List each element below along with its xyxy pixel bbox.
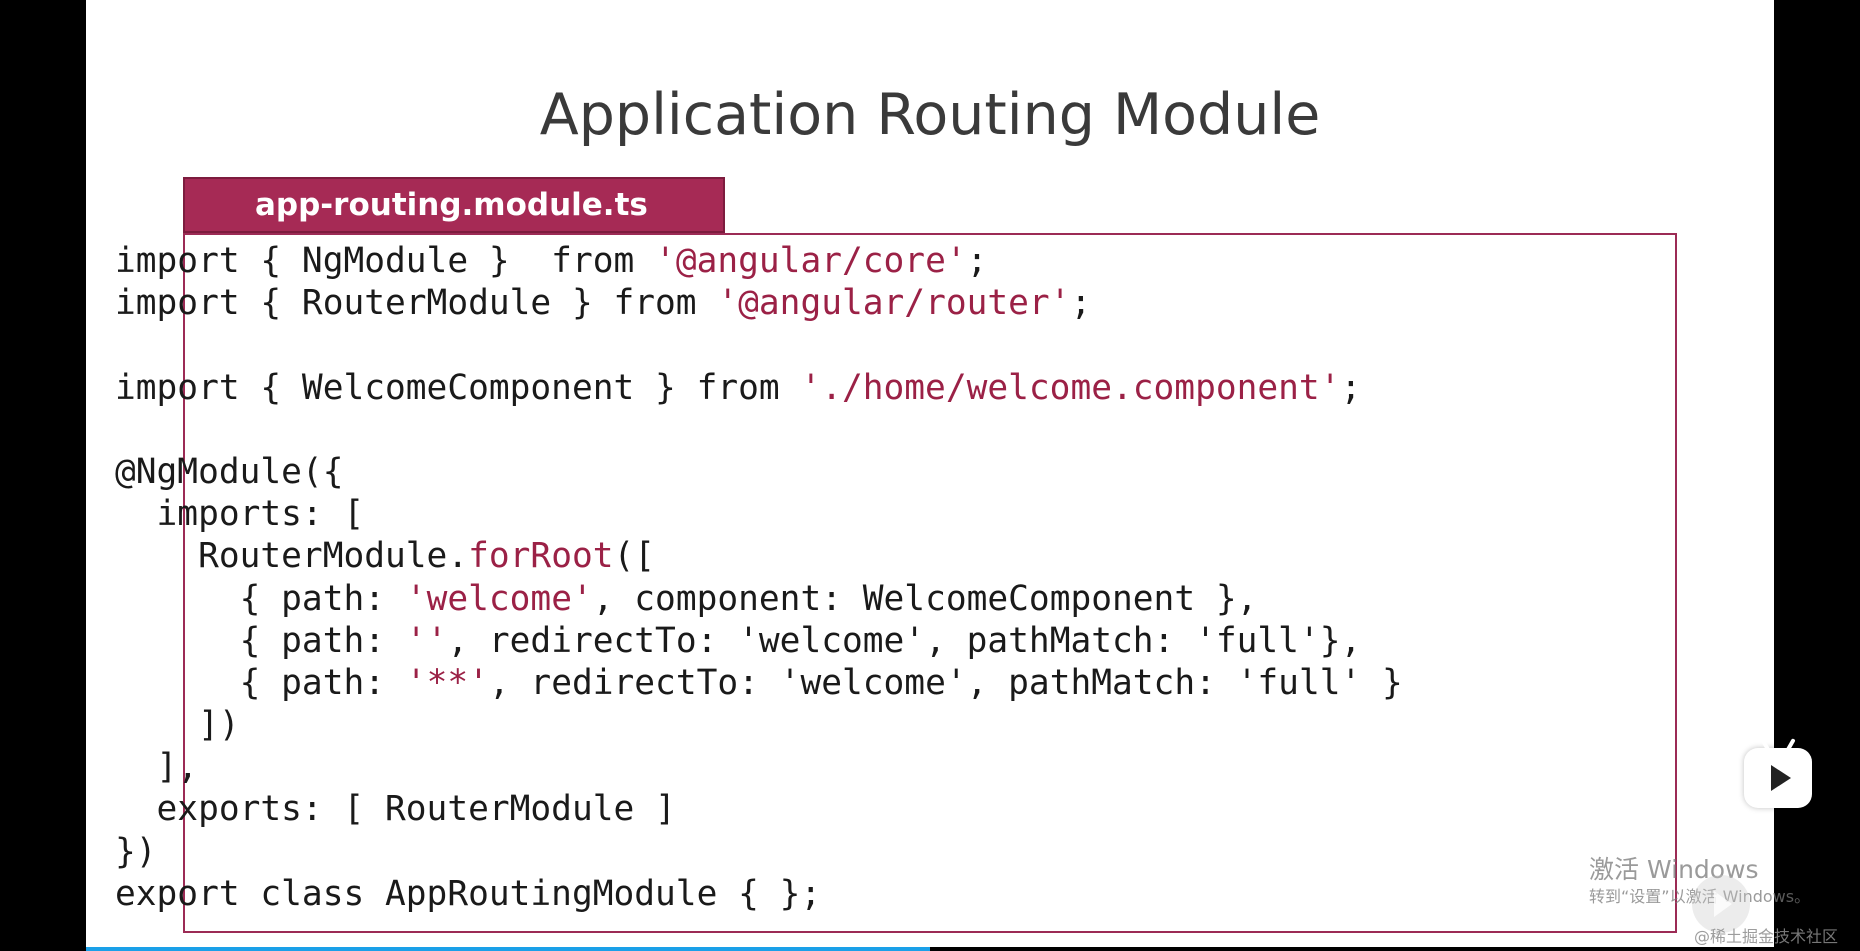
code-line: { path: '**', redirectTo: 'welcome', pat… (115, 662, 1403, 704)
code-line: imports: [ (115, 493, 1403, 535)
code-text: imports: [ (115, 494, 365, 535)
code-block: import { NgModule } from '@angular/core'… (115, 240, 1403, 915)
code-line: { path: '', redirectTo: 'welcome', pathM… (115, 620, 1403, 662)
community-logo-icon (1692, 875, 1750, 933)
slide: Application Routing Module app-routing.m… (86, 0, 1774, 951)
code-line: RouterModule.forRoot([ (115, 535, 1403, 577)
activate-windows-subtitle: 转到“设置”以激活 Windows。 (1589, 887, 1811, 906)
code-text: { path: (115, 662, 406, 703)
code-line (115, 409, 1403, 451)
code-string: 'welcome' (405, 578, 593, 619)
code-line: exports: [ RouterModule ] (115, 788, 1403, 830)
activate-windows-title: 激活 Windows (1589, 855, 1759, 884)
code-text: ; (1340, 367, 1362, 408)
code-text: { path: (115, 620, 406, 661)
slide-title: Application Routing Module (539, 82, 1321, 148)
code-text: ([ (613, 536, 656, 577)
code-line: import { WelcomeComponent } from './home… (115, 367, 1403, 409)
code-text: , component: WelcomeComponent }, (592, 578, 1258, 619)
code-text: ; (966, 241, 988, 281)
code-text: { path: (115, 578, 406, 619)
code-string: '' (405, 620, 448, 661)
code-text: , redirectTo: 'welcome', pathMatch: 'ful… (488, 662, 1403, 703)
code-text: import { WelcomeComponent } from (115, 367, 801, 408)
ear-icon-right (1784, 738, 1796, 754)
code-text: @NgModule({ (115, 451, 344, 492)
code-function: forRoot (468, 536, 614, 577)
code-text: import { NgModule } from (115, 241, 656, 281)
code-line: export class AppRoutingModule { }; (115, 873, 1403, 915)
code-text: ], (115, 747, 199, 788)
code-line: @NgModule({ (115, 451, 1403, 493)
code-text: }) (115, 831, 157, 872)
code-text: exports: [ RouterModule ] (115, 789, 676, 830)
code-line: }) (115, 831, 1403, 873)
code-text: , redirectTo: 'welcome', pathMatch: 'ful… (447, 620, 1362, 661)
community-watermark: @稀土掘金技术社区 (1694, 927, 1839, 946)
code-text: RouterModule. (115, 536, 469, 577)
community-play-icon (1714, 891, 1732, 917)
code-string: '@angular/router' (717, 283, 1071, 324)
file-tab: app-routing.module.ts (183, 177, 725, 233)
code-box (183, 233, 1677, 933)
code-line: import { NgModule } from '@angular/core'… (115, 240, 1403, 282)
bilibili-play-icon[interactable] (1744, 738, 1812, 808)
code-line: ], (115, 746, 1403, 788)
code-line: ]) (115, 704, 1403, 746)
progress-track[interactable] (0, 947, 1860, 951)
code-string: '**' (405, 662, 489, 703)
code-line: import { RouterModule } from '@angular/r… (115, 282, 1403, 324)
code-line: { path: 'welcome', component: WelcomeCom… (115, 578, 1403, 620)
progress-fill (86, 947, 930, 951)
code-line (115, 324, 1403, 366)
code-text: import { RouterModule } from (115, 283, 718, 324)
code-string: './home/welcome.component' (800, 367, 1341, 408)
code-text: ]) (115, 705, 240, 746)
code-text: ; (1070, 283, 1092, 324)
code-text: export class AppRoutingModule { }; (115, 873, 822, 914)
code-string: '@angular/core' (655, 241, 967, 281)
play-triangle-icon (1771, 765, 1791, 791)
